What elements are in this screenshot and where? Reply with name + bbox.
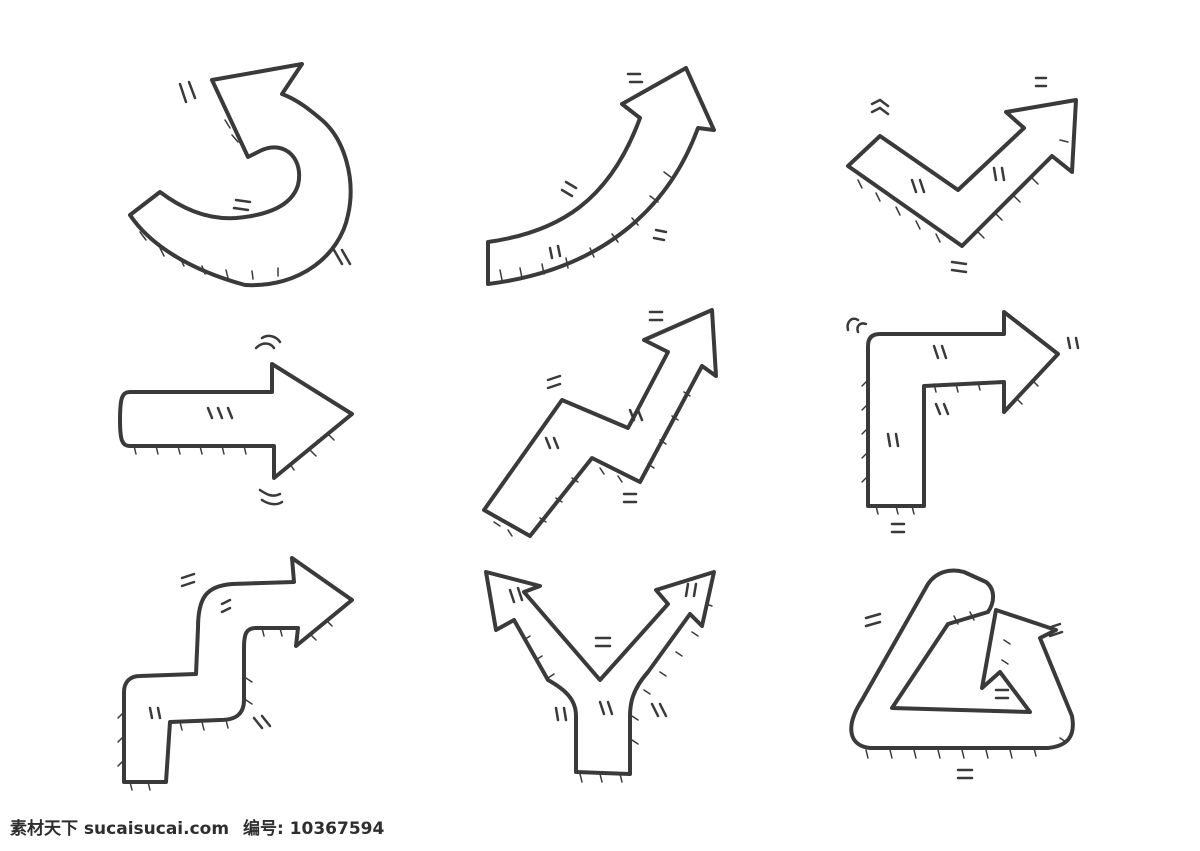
curved-up-arrow-icon bbox=[486, 66, 716, 286]
corner-right-arrow-icon bbox=[846, 310, 1080, 534]
right-arrow-icon bbox=[118, 334, 354, 506]
triangle-loop-arrow-icon bbox=[849, 568, 1075, 780]
watermark-caption: 素材天下 sucaisucai.com 编号: 10367594 bbox=[10, 818, 392, 840]
watermark-id-label: 编号: 10367594 bbox=[242, 819, 385, 839]
curved-hook-arrow-icon bbox=[128, 62, 353, 288]
check-shape-arrow-icon bbox=[846, 76, 1078, 274]
split-fork-arrow-icon bbox=[484, 570, 716, 783]
zigzag-up-arrow-icon bbox=[482, 308, 718, 538]
staircase-arrow-icon bbox=[117, 556, 354, 791]
watermark-site-label: 素材天下 sucaisucai.com bbox=[10, 819, 230, 839]
